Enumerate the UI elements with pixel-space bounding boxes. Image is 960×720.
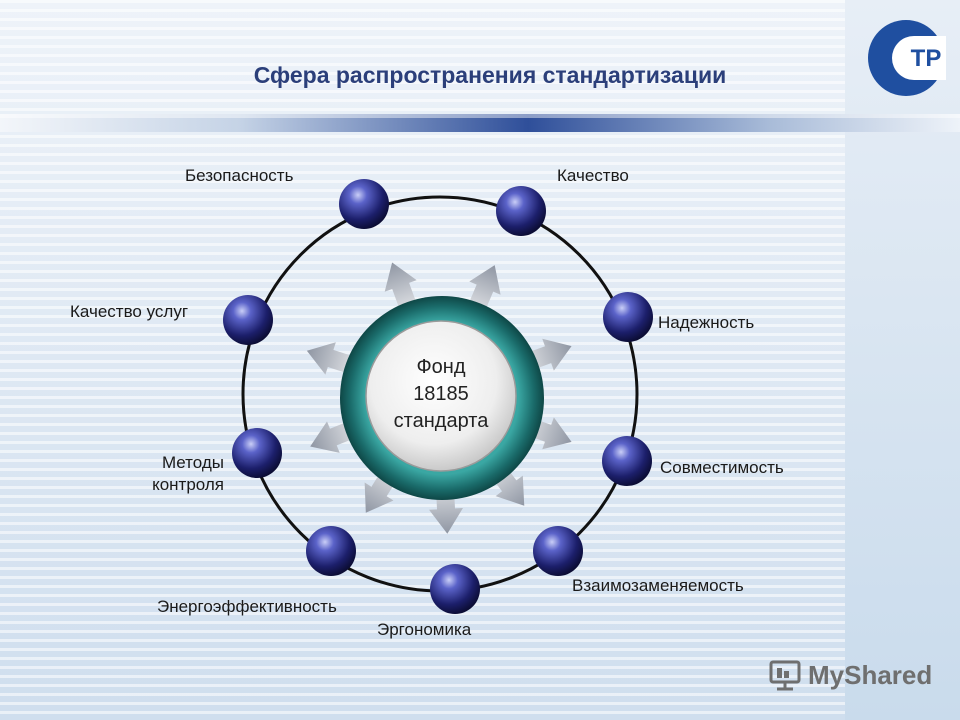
logo-text: ТР [911,45,942,72]
presentation-icon [769,660,801,691]
center-label: Фонд 18185 стандарта [370,354,512,435]
node-energy-efficiency [306,526,356,576]
node-compatibility [602,436,652,486]
label-reliability: Надежность [658,313,755,332]
label-energy-efficiency: Энергоэффективность [157,597,337,616]
center-line2: 18185 [413,383,469,405]
label-safety: Безопасность [185,166,294,185]
node-ergonomics [430,564,480,614]
node-control-methods [232,428,282,478]
label-interchangeability: Взаимозаменяемость [572,576,744,595]
node-service-quality [223,295,273,345]
label-ergonomics: Эргономика [377,620,472,639]
slide-title: Сфера распространения стандартизации [253,62,727,88]
label-control-methods-line1: Методы [161,453,224,472]
center-disk [365,320,517,472]
label-service-quality: Качество услуг [70,302,189,321]
node-safety [339,179,389,229]
watermark: MyShared [768,655,932,695]
center-line3: стандарта [393,410,489,432]
label-control-methods-line2: контроля [152,475,224,494]
label-control-methods: Методы контроля [134,452,224,496]
header-band [0,114,960,132]
node-reliability [603,292,653,342]
node-quality [496,186,546,236]
label-quality: Качество [557,166,629,185]
header-band-highlight [0,114,960,118]
label-compatibility: Совместимость [660,458,784,477]
watermark-text: MyShared [808,659,933,690]
node-interchangeability [533,526,583,576]
center-line1: Фонд [416,356,466,378]
logo-icon: ТР [868,20,946,96]
